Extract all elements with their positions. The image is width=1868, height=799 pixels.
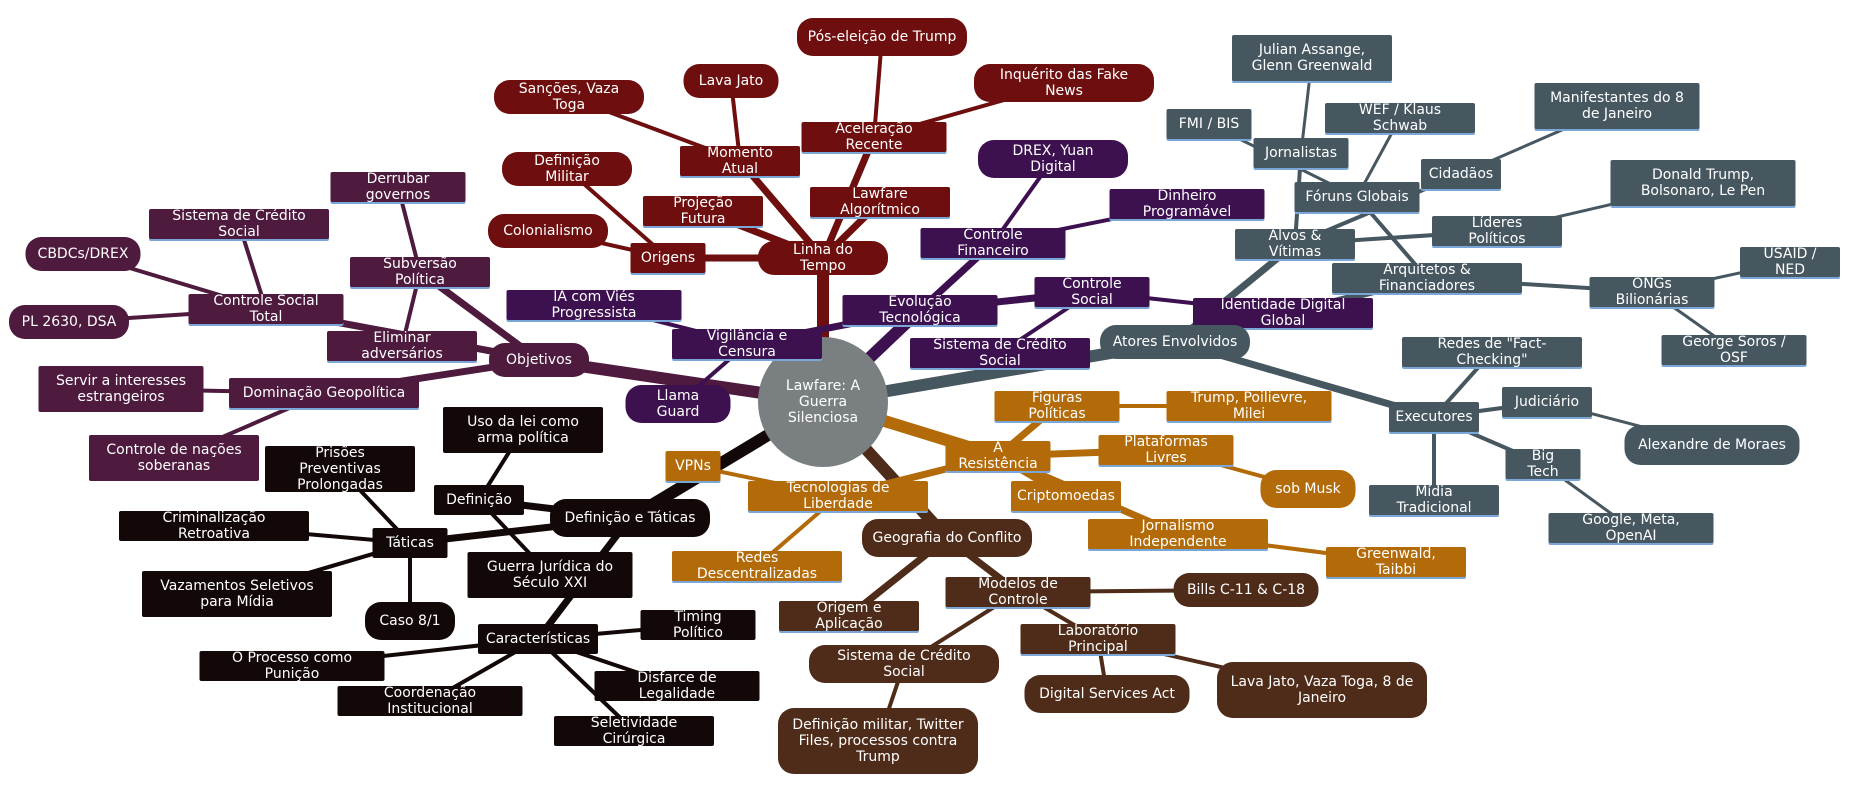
fact-checking-node[interactable]: Redes de "Fact-Checking" [1402,336,1582,368]
executores-node[interactable]: Executores [1389,402,1479,432]
identidade-digital-node[interactable]: Identidade Digital Global [1193,297,1373,329]
derrubar-governos-node[interactable]: Derrubar governos [330,171,466,203]
soros-osf-node[interactable]: George Soros / OSF [1661,334,1807,366]
cidadaos-node[interactable]: Cidadãos [1421,159,1501,189]
taticas-node[interactable]: Táticas [372,528,448,558]
big-tech-node[interactable]: Big Tech [1505,448,1581,480]
momento-atual-node[interactable]: Momento Atual [680,145,800,177]
coordenacao-institucional-node[interactable]: Coordenação Institucional [337,685,523,717]
controle-social-total-node[interactable]: Controle Social Total [188,293,344,325]
trump-poilievre-milei-node[interactable]: Trump, Poilievre, Milei [1166,390,1332,422]
trump-bolsonaro-node[interactable]: Donald Trump, Bolsonaro, Le Pen [1610,160,1796,206]
link-caracteristicas-node--seletividade-cirurgica-node [536,637,636,733]
origem-aplicacao-node[interactable]: Origem e Aplicação [779,600,919,632]
wef-schwab-node[interactable]: WEF / Klaus Schwab [1325,102,1475,134]
subversao-politica-node[interactable]: Subversão Política [350,256,490,288]
lideres-politicos-node[interactable]: Líderes Políticos [1432,215,1562,247]
arquitetos-node[interactable]: Arquitetos & Financiadores [1332,262,1522,294]
seletividade-cirurgica-node[interactable]: Seletividade Cirúrgica [554,715,714,747]
aceleracao-recente-node[interactable]: Aceleração Recente [801,121,947,153]
manifestantes-node[interactable]: Manifestantes do 8 de Janeiro [1534,83,1700,129]
llama-guard-node[interactable]: Llama Guard [625,385,731,423]
ia-vies-node[interactable]: IA com Viés Progressista [506,289,682,321]
judiciario-node[interactable]: Judiciário [1502,387,1592,417]
google-meta-openai-node[interactable]: Google, Meta, OpenAI [1548,512,1714,544]
controle-nacoes-node[interactable]: Controle de nações soberanas [89,435,259,481]
dinheiro-programavel-node[interactable]: Dinheiro Programável [1109,188,1265,220]
linha-do-tempo-node[interactable]: Linha do Tempo [758,241,888,275]
lava-jato-vaza-toga-node[interactable]: Lava Jato, Vaza Toga, 8 de Janeiro [1217,662,1427,718]
caracteristicas-node[interactable]: Características [478,624,598,654]
ongs-bilionarias-node[interactable]: ONGs Bilionárias [1589,276,1715,308]
dominacao-geopolitica-node[interactable]: Dominação Geopolítica [229,378,419,408]
evolucao-tecnologica-node[interactable]: Evolução Tecnológica [842,294,998,326]
usaid-ned-node[interactable]: USAID / NED [1740,246,1840,278]
projecao-futura-node[interactable]: Projeção Futura [643,195,763,227]
definicao-militar-node[interactable]: Definição Militar [502,152,632,186]
sistema-credito-social-geo-node[interactable]: Sistema de Crédito Social [809,645,999,683]
inquerito-fake-news-node[interactable]: Inquérito das Fake News [974,64,1154,102]
midia-tradicional-node[interactable]: Mídia Tradicional [1369,484,1499,516]
eliminar-adversarios-node[interactable]: Eliminar adversários [327,330,477,362]
vpns-node[interactable]: VPNs [665,451,721,481]
cbdcs-drex-node[interactable]: CBDCs/DREX [25,237,141,271]
sistema-credito-social-evo-node[interactable]: Sistema de Crédito Social [910,337,1090,369]
jornalistas-node[interactable]: Jornalistas [1253,138,1349,168]
alvos-vitimas-node[interactable]: Alvos & Vítimas [1235,228,1355,260]
origens-node[interactable]: Origens [630,243,706,273]
pos-eleicao-trump-node[interactable]: Pós-eleição de Trump [797,18,967,56]
definicao-militar-twitter-node[interactable]: Definição militar, Twitter Files, proces… [778,708,978,774]
processo-punicao-node[interactable]: O Processo como Punição [199,650,385,682]
geografia-conflito-node[interactable]: Geografia do Conflito [862,519,1032,557]
disfarce-legalidade-node[interactable]: Disfarce de Legalidade [594,670,760,702]
drex-yuan-node[interactable]: DREX, Yuan Digital [978,140,1128,178]
uso-da-lei-node[interactable]: Uso da lei como arma política [443,407,603,453]
criminalizacao-retroativa-node[interactable]: Criminalização Retroativa [119,510,309,542]
criptomoedas-node[interactable]: Criptomoedas [1011,481,1121,511]
tecnologias-liberdade-node[interactable]: Tecnologias de Liberdade [748,480,928,512]
definicao-taticas-node[interactable]: Definição e Táticas [550,499,710,537]
laboratorio-principal-node[interactable]: Laboratório Principal [1020,623,1176,655]
figuras-politicas-node[interactable]: Figuras Políticas [994,390,1120,422]
atores-envolvidos-node[interactable]: Atores Envolvidos [1100,325,1250,359]
caso-8-1-node[interactable]: Caso 8/1 [365,602,455,640]
pl2630-dsa-node[interactable]: PL 2630, DSA [9,305,129,339]
objetivos-node[interactable]: Objetivos [489,343,589,377]
digital-services-act-node[interactable]: Digital Services Act [1024,675,1190,713]
controle-financeiro-node[interactable]: Controle Financeiro [920,227,1066,259]
alexandre-moraes-node[interactable]: Alexandre de Moraes [1624,425,1800,465]
lawfare-algoritmico-node[interactable]: Lawfare Algorítmico [810,186,950,218]
fmi-bis-node[interactable]: FMI / BIS [1166,109,1252,139]
timing-politico-node[interactable]: Timing Político [640,609,756,641]
vigilancia-censura-node[interactable]: Vigilância e Censura [672,328,822,360]
modelos-controle-node[interactable]: Modelos de Controle [945,576,1091,608]
bills-c11-c18-node[interactable]: Bills C-11 & C-18 [1173,573,1319,607]
sob-musk-node[interactable]: sob Musk [1260,470,1356,508]
sancoes-vaza-toga-node[interactable]: Sanções, Vaza Toga [494,80,644,114]
vazamentos-seletivos-node[interactable]: Vazamentos Seletivos para Mídia [142,571,332,617]
guerra-juridica-node[interactable]: Guerra Jurídica do Século XXI [467,552,633,598]
lava-jato-linha-node[interactable]: Lava Jato [683,64,779,98]
a-resistencia-node[interactable]: A Resistência [945,440,1051,472]
sistema-credito-social-obj-node[interactable]: Sistema de Crédito Social [149,208,329,240]
foruns-globais-node[interactable]: Fóruns Globais [1294,182,1420,212]
colonialismo-node[interactable]: Colonialismo [488,214,608,248]
plataformas-livres-node[interactable]: Plataformas Livres [1098,434,1234,466]
redes-descentralizadas-node[interactable]: Redes Descentralizadas [672,550,842,582]
jornalismo-independente-node[interactable]: Jornalismo Independente [1088,518,1268,550]
greenwald-taibbi-node[interactable]: Greenwald, Taibbi [1326,546,1466,578]
controle-social-evo-node[interactable]: Controle Social [1034,276,1150,308]
assange-greenwald-node[interactable]: Julian Assange, Glenn Greenwald [1232,35,1392,81]
prisoes-preventivas-node[interactable]: Prisões Preventivas Prolongadas [265,445,415,493]
servir-interesses-node[interactable]: Servir a interesses estrangeiros [38,366,204,412]
definicao-node[interactable]: Definição [434,485,524,515]
